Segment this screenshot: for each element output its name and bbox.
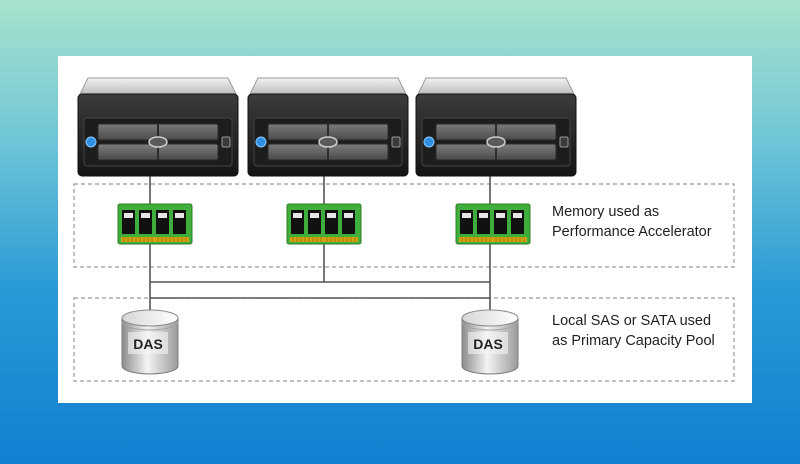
ram-module-icon	[117, 203, 193, 245]
memory-group-box	[73, 183, 735, 268]
storage-description: Local SAS or SATA used as Primary Capaci…	[552, 311, 742, 351]
das-label-plate	[468, 332, 508, 354]
architecture-diagram: DAS DAS	[73, 77, 735, 382]
das-label-2: DAS	[473, 336, 503, 352]
memory-description: Memory used as Performance Accelerator	[552, 202, 742, 242]
storage-description-line-1: Local SAS or SATA used	[552, 313, 712, 329]
rack-server-icon	[247, 77, 409, 177]
das-label-plate	[128, 332, 168, 354]
memory-description-line-2: Performance Accelerator	[552, 224, 712, 240]
rack-server-icon	[77, 77, 239, 177]
memory-description-line-1: Memory used as	[552, 204, 660, 220]
rack-server-icon	[415, 77, 577, 177]
storage-description-line-2: as Primary Capacity Pool	[552, 333, 715, 349]
ram-module-icon	[455, 203, 531, 245]
ram-module-icon	[286, 203, 362, 245]
diagram-card: DAS DAS Memory used as Performance Accel…	[58, 56, 752, 403]
das-label-1: DAS	[133, 336, 163, 352]
